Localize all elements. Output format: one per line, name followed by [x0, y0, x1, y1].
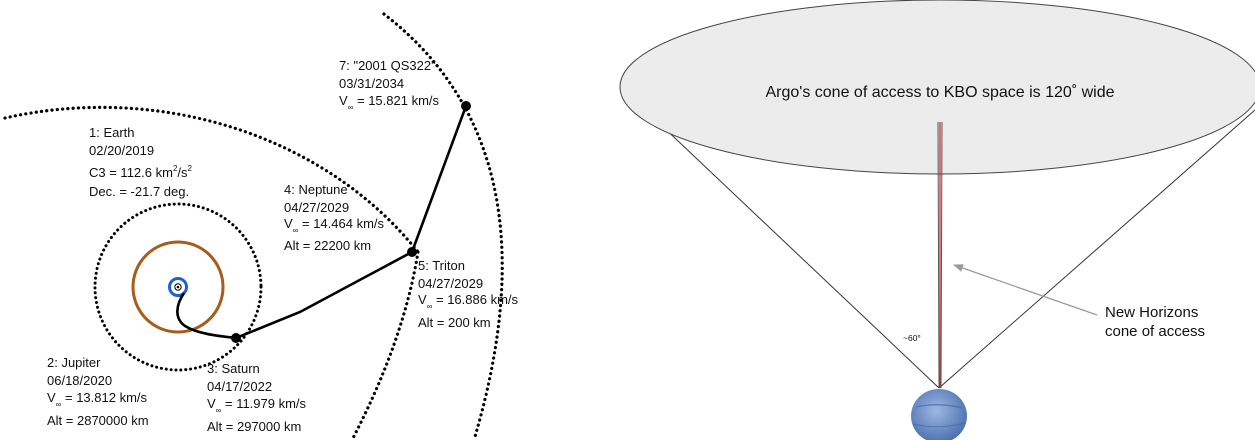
kbo-vinf: V∞ = 15.821 km/s — [339, 93, 440, 112]
neptune-date: 04/27/2029 — [284, 200, 349, 215]
neptune-vinf: V∞ = 14.464 km/s — [284, 216, 385, 235]
cone-title: Argo's cone of access to KBO space is 12… — [765, 84, 1114, 101]
nh-cone-line-left — [937, 121, 940, 389]
earth-dec: Dec. = -21.7 deg. — [89, 184, 189, 199]
jupiter-alt: Alt = 2870000 km — [47, 413, 149, 428]
saturn-flyby-point — [231, 333, 241, 343]
saturn-vinf: V∞ = 11.979 km/s — [207, 396, 307, 415]
jupiter-date: 06/18/2020 — [47, 373, 112, 388]
earth-c3: C3 = 112.6 km2/s2 — [89, 164, 193, 180]
neptune-orbit — [3, 105, 420, 254]
triton-name: 5: Triton — [418, 258, 465, 273]
jupiter-orbit — [131, 240, 225, 334]
triton-alt: Alt = 200 km — [418, 315, 491, 330]
neptune-band-2 — [912, 422, 966, 428]
nh-cone-line-right — [940, 121, 943, 389]
kbo-label: 7: "2001 QS322" 03/31/2034 V∞ = 15.821 k… — [339, 58, 440, 112]
earth-orbit — [168, 277, 188, 297]
nh-label-line1: New Horizons — [1105, 304, 1198, 321]
neptune-alt: Alt = 22200 km — [284, 238, 371, 253]
kbo-orbit — [382, 12, 504, 440]
jupiter-vinf: V∞ = 13.812 km/s — [47, 390, 148, 409]
kbo-name: 7: "2001 QS322" — [339, 58, 436, 73]
neptune-orbit-lower — [350, 250, 420, 440]
trajectory-diagram: 1: Earth 02/20/2019 C3 = 112.6 km2/s2 De… — [3, 12, 519, 440]
jupiter-name: 2: Jupiter — [47, 355, 101, 370]
earth-name: 1: Earth — [89, 125, 135, 140]
angle-label: ~60° — [903, 333, 921, 343]
saturn-orbit — [93, 202, 263, 372]
saturn-name: 3: Saturn — [207, 361, 260, 376]
neptune-label: 4: Neptune 04/27/2029 V∞ = 14.464 km/s A… — [284, 182, 385, 253]
triton-vinf: V∞ = 16.886 km/s — [418, 292, 519, 311]
kbo-flyby-point — [461, 101, 471, 111]
earth-date: 02/20/2019 — [89, 143, 154, 158]
triton-date: 04/27/2029 — [418, 276, 483, 291]
saturn-alt: Alt = 297000 km — [207, 419, 301, 434]
saturn-date: 04/17/2022 — [207, 379, 272, 394]
cone-right-edge — [938, 109, 1255, 389]
neptune-band — [915, 404, 963, 409]
neptune-flyby-point — [407, 247, 417, 257]
jupiter-label: 2: Jupiter 06/18/2020 V∞ = 13.812 km/s A… — [47, 355, 149, 428]
kbo-date: 03/31/2034 — [339, 76, 404, 91]
nh-label-line2: cone of access — [1105, 323, 1205, 340]
cone-diagram: Argo's cone of access to KBO space is 12… — [619, 0, 1255, 440]
earth-label: 1: Earth 02/20/2019 C3 = 112.6 km2/s2 De… — [89, 125, 193, 199]
neptune-name: 4: Neptune — [284, 182, 348, 197]
triton-label: 5: Triton 04/27/2029 V∞ = 16.886 km/s Al… — [418, 258, 519, 330]
neptune-planet-icon — [911, 389, 967, 440]
cone-left-edge — [620, 86, 940, 389]
nh-arrow — [953, 264, 1098, 316]
sun-center — [176, 285, 180, 289]
saturn-label: 3: Saturn 04/17/2022 V∞ = 11.979 km/s Al… — [207, 361, 307, 434]
